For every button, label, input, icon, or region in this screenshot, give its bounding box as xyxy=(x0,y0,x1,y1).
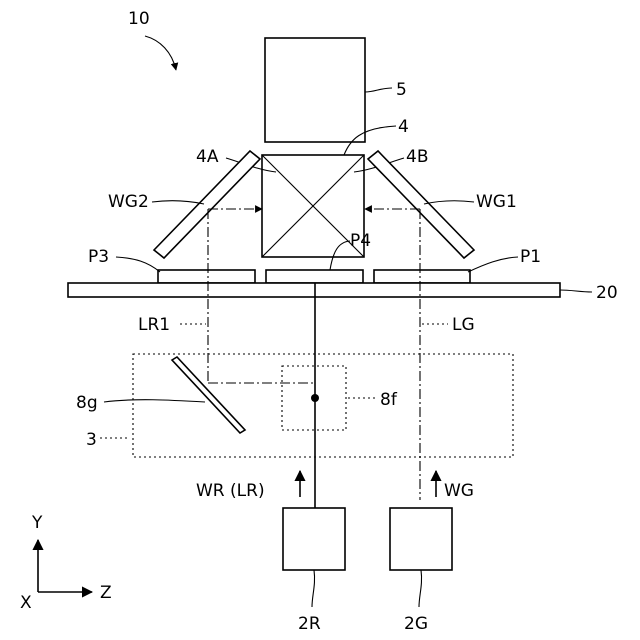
label-wr-lr: WR (LR) xyxy=(196,481,265,501)
source-2G xyxy=(390,508,452,570)
panel-p4 xyxy=(266,270,363,283)
leader-20 xyxy=(560,290,592,292)
label-4B: 4B xyxy=(406,147,428,167)
element-5-box xyxy=(265,38,365,142)
label-wg2: WG2 xyxy=(108,192,149,212)
axis-x-label: X xyxy=(20,593,32,613)
waveguide-wg2 xyxy=(154,151,260,258)
label-2G: 2G xyxy=(404,614,428,634)
panel-p3 xyxy=(158,270,255,283)
panel-p1 xyxy=(374,270,470,283)
leader-8g xyxy=(104,400,205,402)
label-8g: 8g xyxy=(76,393,98,413)
label-4A: 4A xyxy=(196,147,219,167)
waveguide-wg1 xyxy=(368,151,474,258)
focus-point xyxy=(311,394,319,402)
label-lr1: LR1 xyxy=(138,315,170,335)
leader-wg1 xyxy=(424,201,474,204)
leader-2G xyxy=(419,570,422,607)
figure-pointer xyxy=(145,36,176,70)
axis-z-label: Z xyxy=(100,583,112,603)
optical-unit-3 xyxy=(133,354,513,457)
leader-5 xyxy=(365,88,392,92)
axis-y-label: Y xyxy=(31,513,43,533)
leader-p1 xyxy=(468,257,518,272)
source-2R xyxy=(283,508,345,570)
label-wg: WG xyxy=(444,481,474,501)
label-4: 4 xyxy=(398,117,409,137)
label-wg1: WG1 xyxy=(476,192,517,212)
figure-number: 10 xyxy=(128,9,150,29)
label-p4: P4 xyxy=(350,231,371,251)
label-lg: LG xyxy=(452,315,475,335)
label-3: 3 xyxy=(86,430,97,450)
label-2R: 2R xyxy=(298,614,321,634)
leader-wg2 xyxy=(152,201,204,204)
leader-p3 xyxy=(116,257,160,272)
label-8f: 8f xyxy=(380,390,398,410)
label-20: 20 xyxy=(596,283,618,303)
label-p3: P3 xyxy=(88,247,109,267)
label-5: 5 xyxy=(396,80,407,100)
mirror-8g xyxy=(172,357,245,433)
substrate-20 xyxy=(68,283,560,297)
leader-2R xyxy=(312,570,315,607)
label-p1: P1 xyxy=(520,247,541,267)
